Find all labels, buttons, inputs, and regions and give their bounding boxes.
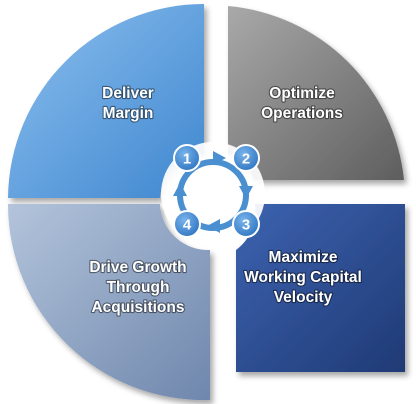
cycle-arrowhead <box>207 219 220 233</box>
cycle-arrowhead <box>173 183 187 196</box>
step-circle <box>232 144 260 172</box>
label-line: Working Capital <box>244 269 362 286</box>
step-number: 1 <box>183 151 191 168</box>
segment-top-right <box>228 6 404 180</box>
segment-bottom-left <box>8 204 210 401</box>
label-line: Drive Growth <box>89 259 186 276</box>
label-line: Margin <box>103 105 154 122</box>
step-circle <box>232 210 260 238</box>
cycle-arrows <box>173 151 253 233</box>
label-line: Velocity <box>274 289 333 306</box>
cycle-arrowhead <box>239 186 253 199</box>
step-number: 4 <box>183 217 192 234</box>
cycle-step-3: 3 <box>232 210 260 238</box>
segment-top-left <box>8 4 204 198</box>
label-line: Operations <box>261 105 343 122</box>
cycle-step-2: 2 <box>232 144 260 172</box>
cycle-nodes: 1 2 3 4 <box>173 144 260 238</box>
step-number: 3 <box>242 217 250 234</box>
label-line: Maximize <box>269 249 338 266</box>
cycle-arrowhead <box>213 151 226 165</box>
center-cycle: 1 2 3 4 <box>161 142 265 246</box>
label-line: Acquisitions <box>91 299 184 316</box>
step-number: 2 <box>242 151 250 168</box>
label-line: Deliver <box>102 85 154 102</box>
cycle-step-1: 1 <box>173 144 201 172</box>
cycle-step-4: 4 <box>173 210 201 238</box>
label-line: Through <box>107 279 170 296</box>
label-line: Optimize <box>269 85 335 102</box>
segment-bottom-right <box>236 204 405 372</box>
step-circle <box>173 144 201 172</box>
step-circle <box>173 210 201 238</box>
